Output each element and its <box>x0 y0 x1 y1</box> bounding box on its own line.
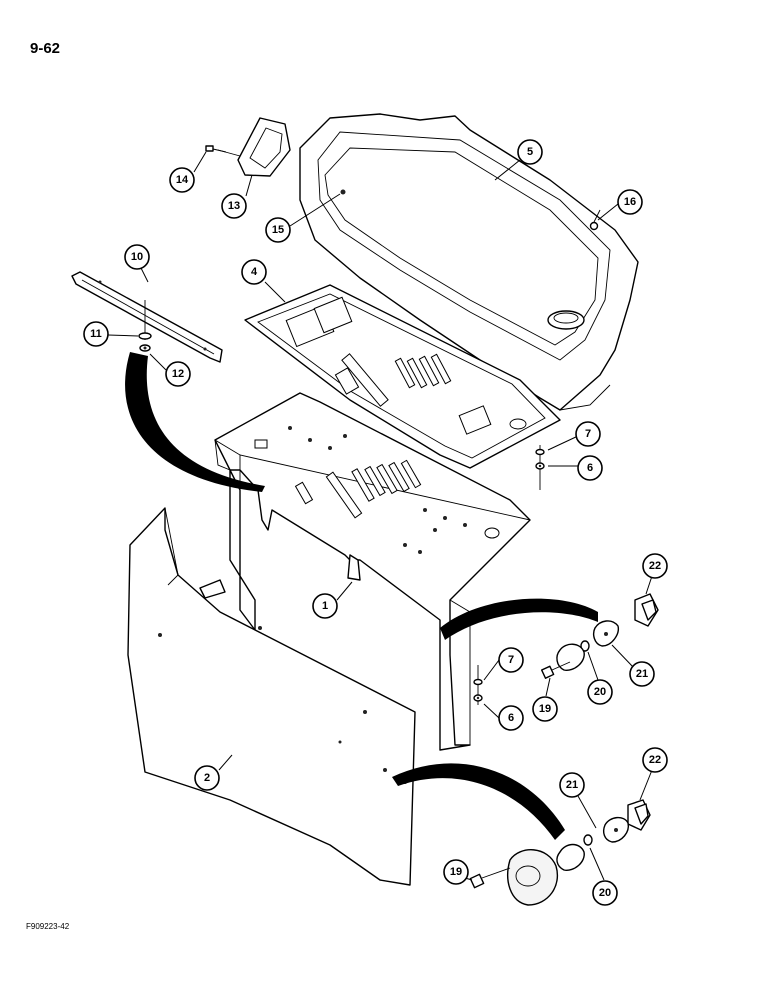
svg-text:6: 6 <box>508 712 514 724</box>
callout-5: 5 <box>517 139 543 165</box>
svg-text:10: 10 <box>131 251 143 263</box>
svg-text:19: 19 <box>539 703 551 715</box>
callout-4: 4 <box>241 259 267 285</box>
svg-text:16: 16 <box>624 196 636 208</box>
svg-text:1: 1 <box>322 600 328 612</box>
svg-text:13: 13 <box>228 200 240 212</box>
svg-text:22: 22 <box>649 560 661 572</box>
callout-22-lower: 22 <box>642 747 668 773</box>
callout-12: 12 <box>165 361 191 387</box>
svg-text:12: 12 <box>172 368 184 380</box>
callout-11: 11 <box>83 321 109 347</box>
svg-text:21: 21 <box>566 779 578 791</box>
nut-6-lower <box>473 694 483 702</box>
band-left <box>125 352 265 492</box>
band-right-upper <box>440 598 598 640</box>
control-panel-gasket-part <box>244 284 561 469</box>
callout-10: 10 <box>124 244 150 270</box>
latch-22-lower <box>627 799 651 831</box>
fastener-15 <box>340 189 346 195</box>
callout-6-lower: 6 <box>498 705 524 731</box>
callout-1: 1 <box>312 593 338 619</box>
callout-19-upper: 19 <box>532 696 558 722</box>
knob-lower <box>507 849 558 906</box>
callout-7-upper: 7 <box>575 421 601 447</box>
svg-text:19: 19 <box>450 866 462 878</box>
spacer-20-upper <box>580 640 590 652</box>
callout-20-upper: 20 <box>587 679 613 705</box>
washer-21-lower <box>603 816 629 843</box>
svg-text:20: 20 <box>599 887 611 899</box>
svg-text:20: 20 <box>594 686 606 698</box>
svg-text:2: 2 <box>204 772 210 784</box>
screw-part <box>205 145 227 153</box>
leader-lines <box>107 151 653 881</box>
page-number: 9-62 <box>30 40 61 57</box>
gauge-housing-part <box>217 117 291 177</box>
console-cover-part <box>299 113 639 411</box>
bolt-19-upper <box>540 661 571 679</box>
svg-text:15: 15 <box>272 224 284 236</box>
knob-upper <box>556 643 585 671</box>
svg-text:6: 6 <box>587 462 593 474</box>
svg-text:7: 7 <box>508 654 514 666</box>
svg-text:14: 14 <box>176 174 189 186</box>
console-frame-part <box>199 392 531 751</box>
spacer-20-lower <box>583 834 593 846</box>
callout-14: 14 <box>169 167 195 193</box>
fastener-16 <box>589 209 601 231</box>
front-shield-part <box>127 507 416 886</box>
svg-text:7: 7 <box>585 428 591 440</box>
band-right-lower <box>392 763 565 840</box>
svg-text:21: 21 <box>636 668 648 680</box>
callout-16: 16 <box>617 189 643 215</box>
callout-2: 2 <box>194 765 220 791</box>
svg-text:5: 5 <box>527 146 533 158</box>
callout-21-lower: 21 <box>559 772 585 798</box>
nut-6-upper <box>535 462 545 470</box>
latch-22-upper <box>634 593 659 627</box>
callout-19-lower: 19 <box>443 859 469 885</box>
callout-7-lower: 7 <box>498 647 524 673</box>
washer-11 <box>138 300 152 340</box>
washer-lower <box>556 843 585 871</box>
callout-21-upper: 21 <box>629 661 655 687</box>
callout-6-upper: 6 <box>577 455 603 481</box>
figure-code: F909223-42 <box>26 922 70 931</box>
svg-text:11: 11 <box>90 328 102 340</box>
washer-21-upper <box>593 620 619 647</box>
nut-12 <box>139 344 151 352</box>
callout-22-upper: 22 <box>642 553 668 579</box>
svg-text:4: 4 <box>251 266 258 278</box>
svg-text:22: 22 <box>649 754 661 766</box>
bolt-19-lower <box>469 867 511 889</box>
support-bracket-part <box>71 271 223 363</box>
callout-20-lower: 20 <box>592 880 618 906</box>
callout-15: 15 <box>265 217 291 243</box>
callout-13: 13 <box>221 193 247 219</box>
